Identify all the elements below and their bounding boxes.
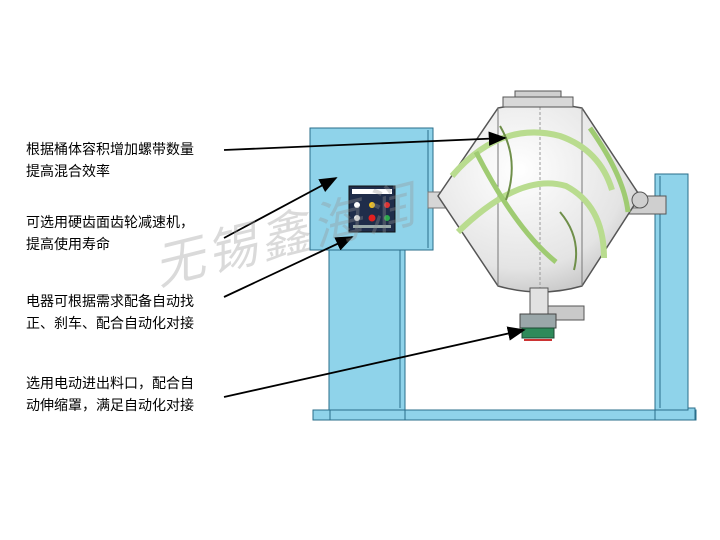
- outlet-motor: [547, 305, 585, 321]
- bottom-outlet: [529, 287, 549, 315]
- annotation-outlet: 选用电动进出料口，配合自 动伸缩罩，满足自动化对接: [26, 373, 194, 417]
- base-beam: [312, 409, 697, 421]
- ribbon-blade: [449, 129, 615, 191]
- leader-arrow-4: [223, 326, 526, 398]
- annotation-line: 正、刹车、配合自动化对接: [26, 316, 194, 332]
- annotation-line: 根据桶体容积增加螺带数量: [26, 142, 194, 158]
- leader-arrow-2: [223, 177, 338, 239]
- indicator-light: [369, 202, 375, 208]
- left-support-column: [328, 219, 406, 411]
- right-bearing: [631, 191, 649, 209]
- ribbon-blade: [473, 150, 558, 264]
- ribbon-blade: [455, 180, 607, 259]
- annotation-line: 选用电动进出料口，配合自: [26, 376, 194, 392]
- annotation-line: 提高使用寿命: [26, 237, 110, 253]
- top-inlet: [502, 96, 574, 108]
- emergency-stop-button: [368, 214, 376, 222]
- annotation-line: 提高混合效率: [26, 164, 110, 180]
- stop-button: [384, 202, 390, 208]
- annotation-ribbon: 根据桶体容积增加螺带数量 提高混合效率: [26, 139, 194, 183]
- annotation-line: 电器可根据需求配备自动找: [26, 294, 194, 310]
- leader-arrow-3: [223, 236, 354, 298]
- annotation-line: 可选用硬齿面齿轮减速机，: [26, 215, 194, 231]
- annotation-reducer: 可选用硬齿面齿轮减速机， 提高使用寿命: [26, 212, 194, 256]
- start-button: [354, 202, 360, 208]
- annotation-electrical: 电器可根据需求配备自动找 正、刹车、配合自动化对接: [26, 291, 194, 335]
- ribbon-blade: [587, 126, 631, 213]
- leader-arrow-1: [223, 131, 507, 151]
- annotation-line: 动伸缩罩，满足自动化对接: [26, 398, 194, 414]
- outlet-valve: [519, 313, 557, 329]
